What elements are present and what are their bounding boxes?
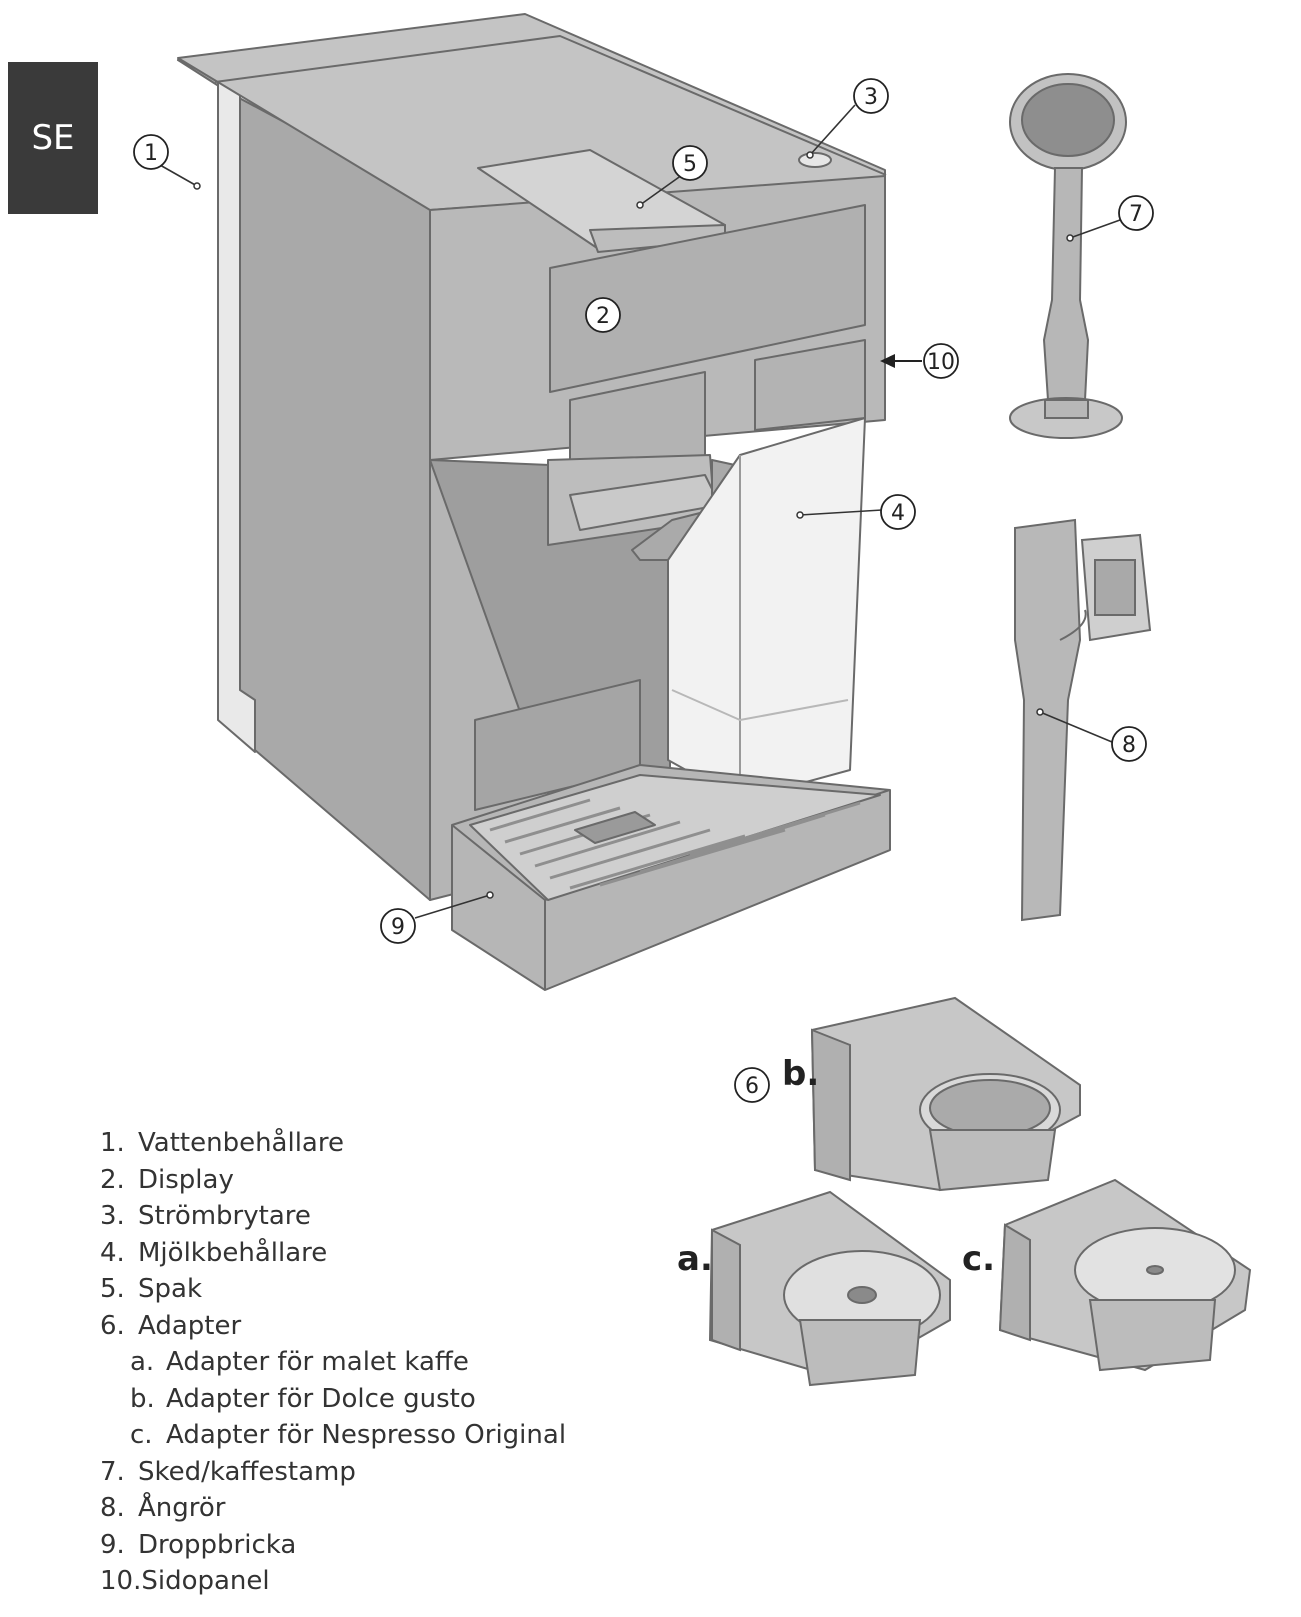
callout-2: 2 [596,304,610,329]
arrow-10 [880,354,922,368]
callout-circles [133,78,1154,1103]
callout-7: 7 [1129,202,1143,227]
callout-3: 3 [864,85,878,110]
legend-item: 3.Strömbrytare [100,1201,311,1231]
legend-item: 4.Mjölkbehållare [100,1237,328,1268]
legend-item: 2.Display [100,1164,234,1195]
spoon-tamper [1009,73,1127,439]
callout-9-circle [380,908,416,944]
leader-lines [159,104,1121,919]
legend-item: 6.Adapter [100,1310,242,1341]
callout-7-circle [1118,195,1154,231]
callout-9: 9 [391,915,405,940]
parts-legend: 1.Vattenbehållare 2.Display 3.Strömbryta… [100,1125,566,1600]
legend-item: 10.Sidopanel [100,1566,270,1596]
callout-8-circle [1111,726,1147,762]
adapter-letter-c: c. [962,1239,995,1279]
legend-item: 7.Sked/kaffestamp [100,1456,356,1487]
water-tank [177,59,256,753]
callout-1-circle [133,134,169,170]
adapter-a [708,1190,951,1387]
legend-item: 5.Spak [100,1274,202,1304]
callout-4-circle [880,494,916,530]
legend-subitem: b.Adapter för Dolce gusto [130,1383,476,1414]
adapter-b [810,996,1081,1192]
legend-item: 1.Vattenbehållare [100,1128,344,1158]
callout-5: 5 [683,152,697,177]
legend-item: 9.Droppbricka [100,1529,297,1560]
coffee-machine [177,13,891,991]
adapter-letter-b: b. [782,1054,819,1094]
legend-item: 8.Ångrör [100,1493,226,1523]
power-button [798,152,832,168]
callout-1: 1 [144,141,158,166]
legend-subitem: a.Adapter för malet kaffe [130,1347,469,1377]
leader-dots [193,151,1074,899]
callout-6-circle [734,1067,770,1103]
callout-10-circle [923,343,959,379]
callout-3-circle [853,78,889,114]
legend-subitem: c.Adapter för Nespresso Original [130,1420,567,1450]
adapter-letter-a: a. [677,1239,713,1279]
callout-2-circle [585,297,621,333]
callout-4: 4 [891,501,905,526]
callout-5-circle [672,145,708,181]
callout-10: 10 [927,350,955,375]
steam-wand [1014,518,1152,922]
display-panel [549,204,866,393]
callout-8: 8 [1122,733,1136,758]
language-tab: SE [8,62,98,214]
callout-6: 6 [745,1074,759,1099]
adapter-c [998,1178,1252,1372]
